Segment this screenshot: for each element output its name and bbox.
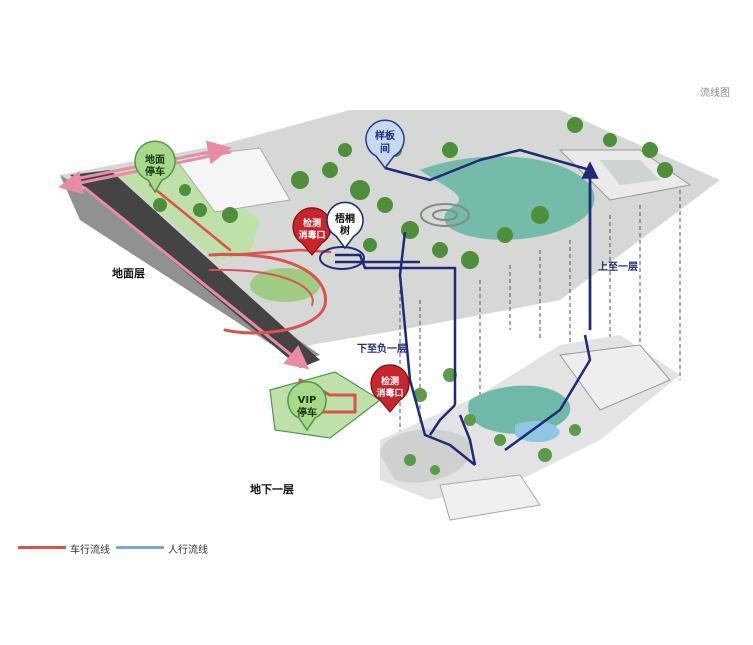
pin-tree: 梧桐 树 <box>326 201 364 250</box>
pin-disinfect-ground-line1: 检测 <box>303 217 321 229</box>
pin-disinfect-basement-line2: 消毒口 <box>376 387 403 399</box>
pin-vip-parking: VIP 停车 <box>287 381 327 432</box>
pin-ground-parking: 地面 停车 <box>134 140 176 194</box>
pin-tree-line1: 梧桐 <box>335 212 355 225</box>
flow-label-down: 下至负一层 <box>357 342 407 355</box>
pond <box>420 156 595 240</box>
pedestrian-flow <box>335 148 599 466</box>
legend-vehicle-swatch <box>18 546 66 549</box>
ground-level-label: 地面层 <box>112 266 145 280</box>
ground-parking-lawn <box>110 160 260 260</box>
basement-trees <box>404 368 581 475</box>
pin-sample-room: 样板 间 <box>365 119 405 170</box>
ground-trees <box>153 117 673 269</box>
pin-sample-room-line1: 样板 <box>375 129 396 142</box>
pin-sample-room-line2: 间 <box>380 142 390 155</box>
tree-plaza-ring <box>319 246 365 270</box>
basement-level-label: 地下一层 <box>250 482 294 496</box>
flow-label-up: 上至一层 <box>598 260 638 273</box>
legend-pedestrian-label: 人行流线 <box>168 545 208 556</box>
basement-level-plate <box>269 335 680 521</box>
legend-pedestrian-swatch <box>116 546 164 549</box>
diagram-title: 流线图 <box>700 88 730 99</box>
pin-ground-parking-line2: 停车 <box>145 165 165 178</box>
oval-lawn <box>250 268 320 302</box>
pin-tree-line2: 树 <box>340 224 350 237</box>
pin-disinfect-ground-line2: 消毒口 <box>298 229 325 241</box>
pin-disinfect-ground: 检测 消毒口 <box>292 207 332 256</box>
pin-vip-parking-line1: VIP <box>298 395 317 406</box>
legend-vehicle-label: 车行流线 <box>70 545 110 556</box>
pin-disinfect-basement: 检测 消毒口 <box>370 364 410 413</box>
pin-disinfect-basement-line1: 检测 <box>381 375 399 387</box>
pin-vip-parking-line2: 停车 <box>297 406 317 419</box>
pin-ground-parking-line1: 地面 <box>145 153 165 166</box>
